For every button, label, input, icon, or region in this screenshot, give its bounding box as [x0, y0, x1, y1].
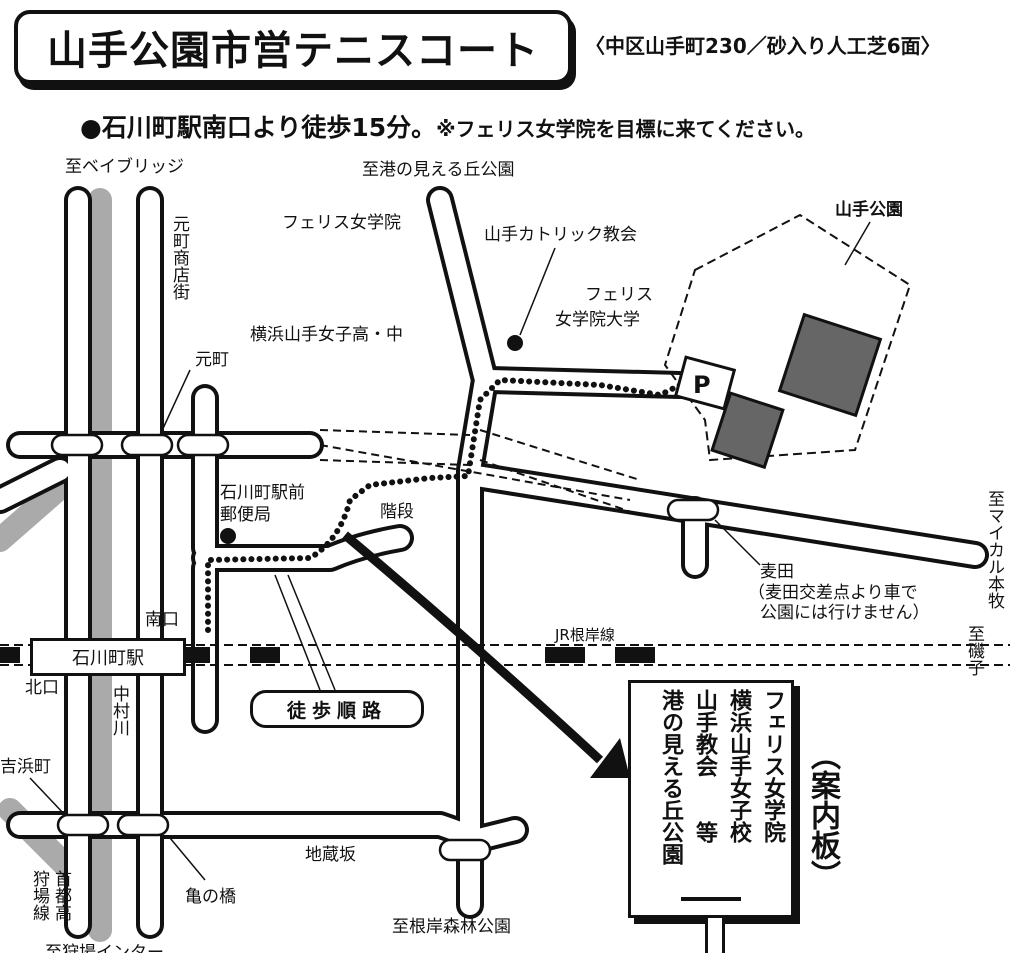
label-catholic-church: 山手カトリック教会 [484, 225, 637, 245]
page-title: 山手公園市営テニスコート [14, 10, 572, 84]
tunnels [319, 429, 641, 516]
walk-route-legend: 徒歩順路 [250, 690, 424, 728]
left-arrow-icon [681, 897, 741, 901]
label-kariba-line: 狩場線 [29, 870, 49, 921]
label-yamate-park: 山手公園 [835, 199, 903, 220]
label-ferris-univ-2: 女学院大学 [555, 310, 640, 330]
yamate-park-area [663, 213, 912, 462]
walking-route [205, 376, 683, 633]
label-mugita-note-2: 公園には行けません） [760, 603, 930, 623]
guide-board-label: （案内板） [805, 740, 840, 890]
label-yokohama-yamate: 横浜山手女子高・中 [250, 325, 403, 345]
label-to-isogo: 至磯子 [964, 625, 984, 676]
guide-board: フェリス女学院 横浜山手女子校 山手教会 等 港の見える丘公園 [628, 680, 794, 918]
label-north-exit: 北口 [25, 678, 59, 698]
label-bay-bridge: 至ベイブリッジ [65, 156, 184, 177]
label-south-exit: 南口 [145, 610, 179, 630]
label-mugita-note: （麦田交差点より車で [748, 583, 918, 603]
label-minato-park: 至港の見える丘公園 [362, 160, 515, 180]
label-motomachi-shotengai: 元町商店街 [169, 215, 189, 300]
label-post-office-2: 郵便局 [220, 505, 271, 525]
board-line: フェリス女学院 [760, 689, 785, 843]
label-mugita: 麦田 [760, 562, 794, 582]
label-shuto-ko: 首都高 [51, 870, 71, 921]
post-office-marker [220, 528, 236, 544]
label-jr-line: JR根岸線 [554, 626, 615, 644]
label-negishi-park: 至根岸森林公園 [392, 917, 511, 937]
label-post-office: 石川町駅前 [220, 483, 305, 503]
parking-label: P [693, 371, 711, 399]
station-ishikawacho: 石川町駅 [30, 638, 186, 676]
board-line: 港の見える丘公園 [658, 689, 683, 865]
label-jizozaka: 地蔵坂 [305, 845, 356, 865]
label-motomachi: 元町 [195, 350, 229, 370]
traffic-signals [50, 433, 720, 862]
board-post [705, 918, 725, 953]
parking-icon [673, 355, 737, 411]
church-marker [507, 335, 523, 351]
access-hint: ※フェリス女学院を目標に来てください。 [436, 117, 815, 141]
access-main: ●石川町駅南口より徒歩15分。 [80, 113, 437, 142]
access-note: ●石川町駅南口より徒歩15分。※フェリス女学院を目標に来てください。 [80, 108, 815, 144]
label-ferris-univ: フェリス [585, 285, 653, 305]
board-line: 山手教会 等 [692, 689, 717, 843]
label-kariba-ic: 至狩場インター [45, 943, 164, 953]
label-yoshihamacho: 吉浜町 [0, 757, 51, 777]
label-kamenohashi: 亀の橋 [185, 887, 236, 907]
label-ferris-school: フェリス女学院 [282, 213, 401, 233]
label-stairs: 階段 [380, 502, 414, 522]
board-line: 横浜山手女子校 [726, 689, 751, 843]
arrow-head-icon [590, 738, 630, 778]
subtitle: 〈中区山手町230／砂入り人工芝6面〉 [585, 34, 941, 58]
tennis-court [777, 312, 883, 418]
tennis-court [710, 391, 785, 470]
label-to-maikaru: 至マイカル本牧 [984, 490, 1004, 609]
pointer-arrow [342, 531, 604, 764]
label-nakamuragawa: 中村川 [109, 685, 129, 736]
leader-lines [29, 221, 871, 881]
